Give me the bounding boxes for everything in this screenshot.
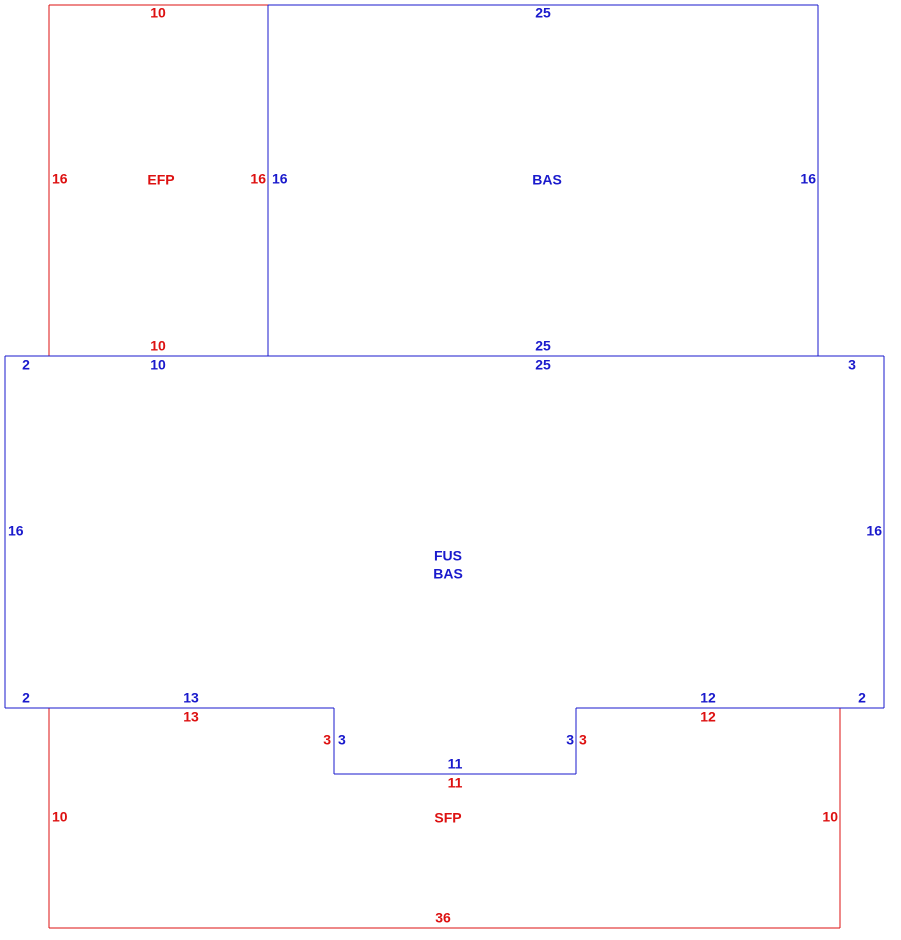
dim-fus-bot-left: 2 bbox=[22, 690, 30, 706]
dim-bas-bottom: 25 bbox=[535, 338, 551, 354]
dim-fus-notch-left: 3 bbox=[338, 732, 346, 748]
dim-bas-right: 16 bbox=[800, 171, 816, 187]
dim-fus-left: 16 bbox=[8, 523, 24, 539]
dim-sfp-left: 10 bbox=[52, 809, 68, 825]
dim-sfp-right: 10 bbox=[822, 809, 838, 825]
dim-fus-top-a: 10 bbox=[150, 357, 166, 373]
bas-main-area-label: BAS bbox=[433, 566, 463, 582]
sfp-area-label: SFP bbox=[434, 810, 461, 826]
dim-fus-top-b: 25 bbox=[535, 357, 551, 373]
dim-efp-top: 10 bbox=[150, 5, 166, 21]
dim-bas-left: 16 bbox=[272, 171, 288, 187]
efp-outline bbox=[48, 4, 268, 356]
bas-top-outline bbox=[267, 4, 819, 356]
dim-efp-right: 16 bbox=[250, 171, 266, 187]
dim-sfp-notch-bottom: 11 bbox=[448, 775, 463, 791]
efp-area-label: EFP bbox=[147, 172, 174, 188]
dim-efp-bottom: 10 bbox=[150, 338, 166, 354]
dim-sfp-bottom: 36 bbox=[435, 910, 451, 926]
dim-fus-notch-bottom: 11 bbox=[448, 756, 463, 772]
dim-fus-top-right: 3 bbox=[848, 357, 856, 373]
dim-sfp-notch-left: 3 bbox=[323, 732, 331, 748]
dim-fus-right: 16 bbox=[866, 523, 882, 539]
dim-bas-top: 25 bbox=[535, 5, 551, 21]
dim-sfp-notch-right: 3 bbox=[579, 732, 587, 748]
dim-fus-top-left: 2 bbox=[22, 357, 30, 373]
fus-area-label: FUS bbox=[434, 548, 462, 564]
bas-top-area-label: BAS bbox=[532, 172, 562, 188]
dim-fus-bot-right: 2 bbox=[858, 690, 866, 706]
dim-fus-notch-right: 3 bbox=[566, 732, 574, 748]
dim-sfp-top-a: 13 bbox=[183, 709, 199, 725]
fus-outline bbox=[4, 355, 885, 775]
dim-efp-left: 16 bbox=[52, 171, 68, 187]
sfp-outline bbox=[48, 708, 841, 929]
dim-sfp-top-b: 12 bbox=[700, 709, 716, 725]
dim-fus-bot-a: 13 bbox=[183, 690, 199, 706]
dim-fus-bot-b: 12 bbox=[700, 690, 716, 706]
